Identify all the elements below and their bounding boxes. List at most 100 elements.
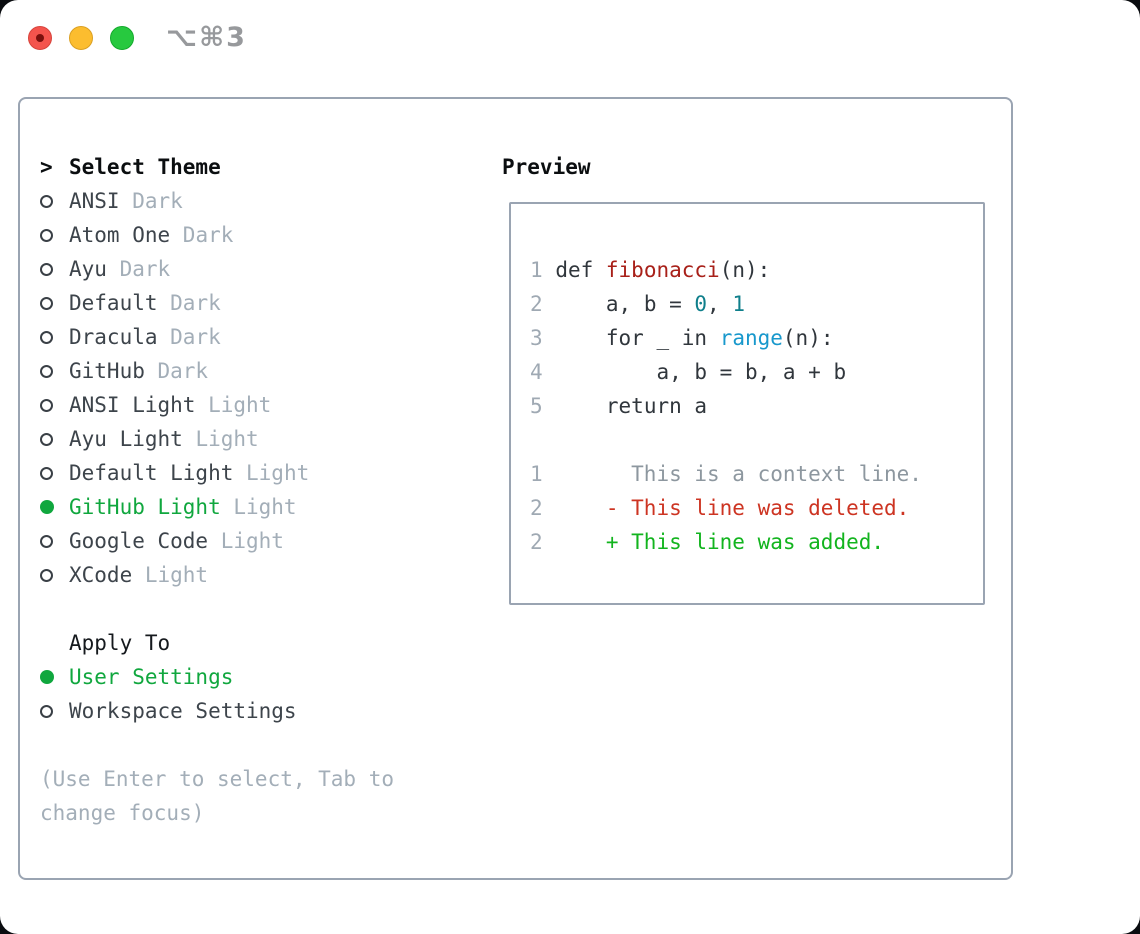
keyboard-shortcut-label: ⌥⌘3 — [166, 22, 247, 53]
radio-off-icon — [40, 364, 53, 378]
theme-variant-tag: Light — [220, 495, 297, 519]
diff-text: - This line was deleted. — [542, 496, 910, 520]
preview-title: Preview — [502, 155, 591, 179]
theme-option-github[interactable]: GitHub Dark — [40, 354, 480, 388]
code-token-builtin: range — [719, 326, 783, 350]
code-line: 5 return a — [530, 389, 983, 423]
theme-variant-tag: Dark — [170, 223, 234, 247]
diff-text: + This line was added. — [542, 530, 885, 554]
apply-option-user-settings[interactable]: User Settings — [40, 660, 480, 694]
section-gap — [40, 592, 480, 626]
radio-cell — [40, 228, 69, 242]
code-line: 3 for _ in range(n): — [530, 321, 983, 355]
code-token-code: , — [707, 292, 733, 316]
radio-cell — [40, 704, 69, 718]
radio-on-icon — [40, 500, 54, 514]
radio-on-icon — [40, 670, 54, 684]
radio-cell — [40, 194, 69, 208]
code-token-code: def — [555, 258, 606, 282]
theme-name: XCode — [69, 563, 133, 587]
close-button[interactable] — [28, 26, 52, 50]
theme-option-dracula[interactable]: Dracula Dark — [40, 320, 480, 354]
theme-name: GitHub — [69, 359, 145, 383]
section-gap — [40, 728, 480, 762]
minimize-button[interactable] — [69, 26, 93, 50]
radio-off-icon — [40, 330, 53, 344]
record-dot-icon — [36, 34, 44, 42]
code-token-code: for _ in — [555, 326, 720, 350]
radio-cell — [40, 432, 69, 446]
preview-blank-line — [530, 423, 983, 457]
theme-option-ansi[interactable]: ANSI Dark — [40, 184, 480, 218]
radio-cell — [40, 330, 69, 344]
theme-variant-tag: Dark — [106, 257, 171, 281]
theme-variant-tag: Dark — [119, 189, 183, 213]
theme-name: Dracula — [69, 325, 158, 349]
diff-line-added: 2 + This line was added. — [530, 525, 983, 559]
theme-option-ansi-light[interactable]: ANSI Light Light — [40, 388, 480, 422]
code-token-function: fibonacci — [605, 258, 720, 282]
code-token-code: (n): — [782, 326, 834, 350]
line-number: 4 — [530, 360, 543, 384]
radio-off-icon — [40, 262, 53, 276]
radio-off-icon — [40, 568, 53, 582]
theme-option-default-light[interactable]: Default Light Light — [40, 456, 480, 490]
apply-option-workspace-settings[interactable]: Workspace Settings — [40, 694, 480, 728]
radio-cell — [40, 296, 69, 310]
diff-line-context: 1 This is a context line. — [530, 457, 983, 491]
line-number: 1 — [530, 258, 543, 282]
radio-cell — [40, 398, 69, 412]
theme-variant-tag: Dark — [144, 359, 209, 383]
theme-option-google-code[interactable]: Google Code Light — [40, 524, 480, 558]
theme-variant-tag: Light — [195, 393, 272, 417]
theme-name: Ayu Light — [69, 427, 183, 451]
apply-option-label: User Settings — [69, 665, 234, 689]
radio-off-icon — [40, 704, 53, 718]
code-line: 4 a, b = b, a + b — [530, 355, 983, 389]
radio-cell — [40, 534, 69, 548]
radio-cell — [40, 670, 69, 684]
radio-cell — [40, 500, 69, 514]
help-text: (Use Enter to select, Tab to change focu… — [40, 767, 395, 825]
theme-option-default[interactable]: Default Dark — [40, 286, 480, 320]
code-token-code: (n): — [719, 258, 771, 282]
diff-preview: 1 This is a context line. 2 - This line w… — [530, 457, 983, 559]
radio-off-icon — [40, 534, 53, 548]
radio-off-icon — [40, 228, 53, 242]
select-theme-header: > Select Theme — [40, 150, 480, 184]
diff-text: This is a context line. — [542, 462, 922, 486]
window-titlebar: ⌥⌘3 — [28, 22, 245, 53]
radio-off-icon — [40, 398, 53, 412]
zoom-button[interactable] — [110, 26, 134, 50]
cursor-prefix-icon: > — [40, 155, 53, 179]
code-token-number: 1 — [732, 292, 745, 316]
select-theme-title: Select Theme — [69, 155, 221, 179]
theme-option-atom-one[interactable]: Atom One Dark — [40, 218, 480, 252]
radio-cell — [40, 466, 69, 480]
theme-name: Ayu — [69, 257, 107, 281]
line-number: 5 — [530, 394, 543, 418]
code-token-code: a, b = — [555, 292, 695, 316]
theme-variant-tag: Light — [182, 427, 259, 451]
apply-option-label: Workspace Settings — [69, 699, 297, 723]
theme-name: ANSI Light — [69, 393, 196, 417]
theme-name: GitHub Light — [69, 495, 221, 519]
theme-variant-tag: Light — [132, 563, 209, 587]
radio-off-icon — [40, 194, 53, 208]
code-token-number: 0 — [694, 292, 708, 316]
line-number: 3 — [530, 326, 543, 350]
theme-option-xcode[interactable]: XCode Light — [40, 558, 480, 592]
theme-option-github-light[interactable]: GitHub Light Light — [40, 490, 480, 524]
theme-name: Google Code — [69, 529, 209, 553]
radio-off-icon — [40, 296, 53, 310]
theme-option-ayu[interactable]: Ayu Dark — [40, 252, 480, 286]
line-number: 2 — [530, 496, 543, 520]
apply-to-header: Apply To — [40, 626, 480, 660]
theme-variant-tag: Light — [208, 529, 284, 553]
theme-name: Default Light — [69, 461, 234, 485]
theme-option-ayu-light[interactable]: Ayu Light Light — [40, 422, 480, 456]
apply-to-title: Apply To — [69, 631, 171, 655]
